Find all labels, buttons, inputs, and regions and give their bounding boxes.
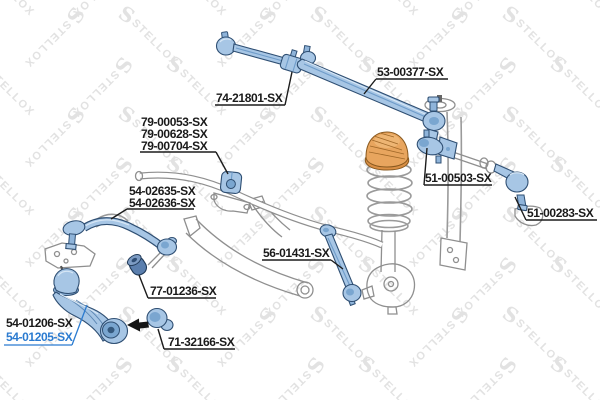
link-bushing-part bbox=[126, 254, 148, 276]
callout-sway-bar-1[interactable]: 54-02635-SX bbox=[129, 184, 196, 198]
end-link-rod bbox=[147, 250, 166, 269]
sway-bar-right-section bbox=[134, 170, 384, 249]
tie-rod-assembly-part bbox=[215, 31, 317, 74]
steering-arm bbox=[514, 205, 544, 227]
callout-arm-bushing[interactable]: 71-32166-SX bbox=[168, 335, 235, 349]
arm-bushing-part bbox=[146, 307, 174, 332]
idler-arm-part bbox=[416, 129, 458, 164]
strut-tower bbox=[424, 95, 468, 271]
sway-bar-left-part bbox=[62, 217, 178, 256]
callout-bar-bushing-3[interactable]: 79-00704-SX bbox=[141, 139, 208, 153]
callout-drag-link[interactable]: 53-00377-SX bbox=[377, 65, 444, 79]
callout-bar-bushing-1[interactable]: 79-00053-SX bbox=[141, 115, 208, 129]
stabilizer-link-part bbox=[319, 224, 362, 307]
callout-link-bushing[interactable]: 77-01236-SX bbox=[150, 284, 217, 298]
callout-tie-rod-assembly[interactable]: 74-21801-SX bbox=[216, 91, 283, 105]
callout-idler-arm[interactable]: 51-00503-SX bbox=[425, 171, 492, 185]
control-arm-part bbox=[52, 265, 129, 345]
callout-tie-rod-end[interactable]: 51-00283-SX bbox=[527, 206, 594, 220]
spring-seat-part bbox=[364, 131, 410, 171]
inner-tie-rod bbox=[448, 150, 497, 174]
callout-lines bbox=[4, 71, 597, 350]
callout-sway-bar-2[interactable]: 54-02636-SX bbox=[129, 196, 196, 210]
callout-control-arm-left-selected[interactable]: 54-01205-SX bbox=[6, 330, 73, 344]
tie-rod-end-part bbox=[493, 163, 529, 212]
pointer-arrow-icon bbox=[127, 318, 149, 332]
strut-body bbox=[380, 229, 396, 273]
callout-bar-bushing-2[interactable]: 79-00628-SX bbox=[141, 127, 208, 141]
coil-spring bbox=[366, 162, 413, 233]
sway-bar-bushing-part bbox=[210, 170, 251, 214]
callout-control-arm-right[interactable]: 54-01206-SX bbox=[6, 316, 73, 330]
callout-stab-link[interactable]: 56-01431-SX bbox=[263, 246, 330, 260]
steering-knuckle bbox=[361, 263, 416, 315]
